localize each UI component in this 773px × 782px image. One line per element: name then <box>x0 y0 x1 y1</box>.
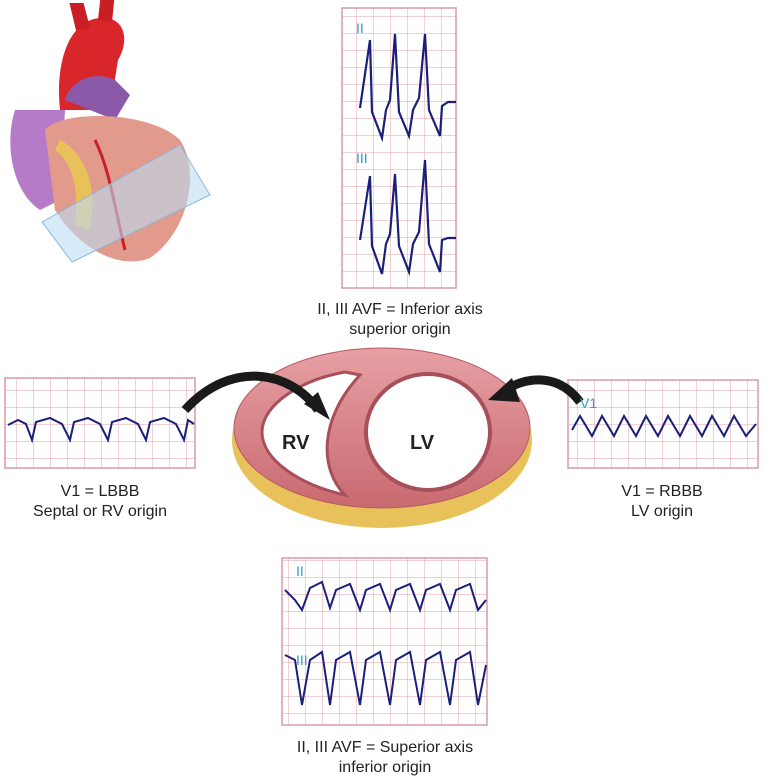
lead-label-top-iii: III <box>356 150 368 166</box>
heart-illustration <box>10 0 211 263</box>
arrowhead-right-icon <box>488 378 520 402</box>
caption-top: II, III AVF = Inferior axis superior ori… <box>270 300 530 340</box>
lv-cavity <box>364 372 492 492</box>
lead-label-bottom-iii: III <box>296 652 308 668</box>
caption-left-line2: Septal or RV origin <box>33 503 167 520</box>
ecg-strip-bottom <box>281 557 488 726</box>
caption-right-line1: V1 = RBBB <box>621 483 703 500</box>
lead-label-right-v1: V1 <box>580 395 598 411</box>
pulmonary-artery <box>65 76 130 120</box>
caption-left-line1: V1 = LBBB <box>60 483 140 500</box>
lead-label-top-ii: II <box>356 20 364 36</box>
trace-lead-iii <box>358 159 456 277</box>
aortic-arch-branches <box>69 0 115 31</box>
caption-bottom: II, III AVF = Superior axis inferior ori… <box>255 738 515 778</box>
rv-label: RV <box>282 432 310 454</box>
trace-lead-ii <box>358 33 456 143</box>
arrow-left-icon <box>181 371 322 414</box>
ecg-strip-top <box>341 7 457 289</box>
caption-right: V1 = RBBB LV origin <box>532 482 773 522</box>
trace-lead-iii-bottom <box>284 650 487 706</box>
cutting-plane <box>41 144 211 263</box>
caption-top-line2: superior origin <box>349 321 451 338</box>
caption-top-line1: II, III AVF = Inferior axis <box>317 301 483 318</box>
lead-label-bottom-ii: II <box>296 563 304 579</box>
trace-lead-v1-rbbb <box>571 413 757 439</box>
trace-lead-v1-lbbb <box>7 416 195 444</box>
ecg-strip-right <box>567 379 759 469</box>
trace-lead-ii-bottom <box>284 580 487 614</box>
caption-right-line2: LV origin <box>631 503 693 520</box>
lv-label: LV <box>410 432 435 454</box>
ecg-strip-left <box>4 377 196 469</box>
caption-left: V1 = LBBB Septal or RV origin <box>0 482 230 522</box>
rv-cavity <box>260 370 363 498</box>
caption-bottom-line2: inferior origin <box>338 759 432 776</box>
arrowhead-left-icon <box>304 392 330 420</box>
caption-bottom-line1: II, III AVF = Superior axis <box>296 739 474 756</box>
